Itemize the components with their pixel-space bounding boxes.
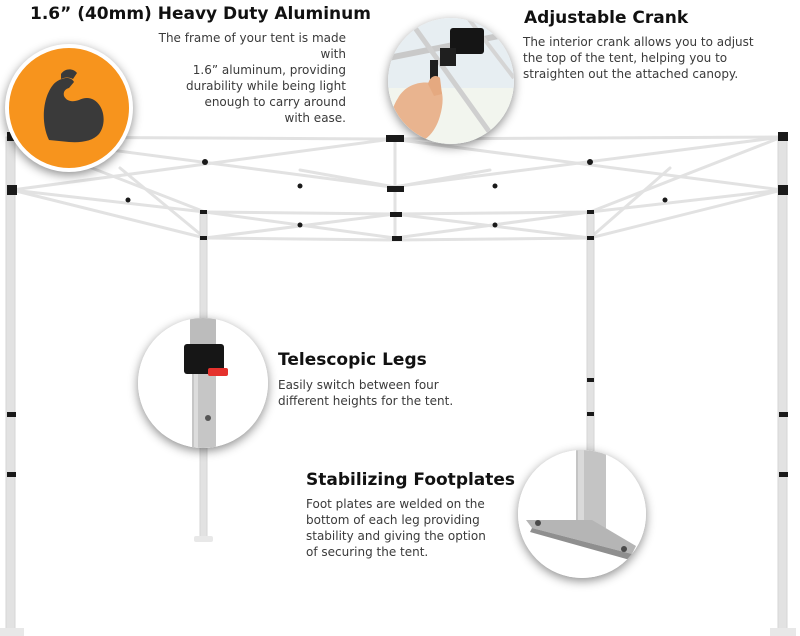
description-line: The interior crank allows you to adjust (523, 35, 754, 49)
description-line: the top of the tent, helping you to (523, 51, 728, 65)
feature-footplates-title: Stabilizing Footplates (306, 470, 516, 490)
strength-badge (5, 44, 133, 172)
crank-closeup-photo (388, 18, 514, 144)
description-line: with ease. (284, 111, 346, 125)
feature-footplates-description: Foot plates are welded on the bottom of … (306, 496, 516, 560)
feature-legs-title: Telescopic Legs (278, 350, 427, 370)
feature-frame-description: The frame of your tent is made with 1.6”… (130, 30, 346, 126)
description-line: The frame of your tent is made with (158, 31, 346, 61)
description-line: straighten out the attached canopy. (523, 67, 739, 81)
telescopic-leg-closeup-photo (138, 318, 268, 448)
flexed-arm-icon (43, 69, 104, 143)
description-line: Foot plates are welded on the (306, 497, 485, 511)
description-line: stability and giving the option (306, 529, 486, 543)
feature-legs-description: Easily switch between four different hei… (278, 377, 538, 409)
feature-crank-description: The interior crank allows you to adjust … (523, 34, 793, 82)
feature-frame-title: 1.6” (40mm) Heavy Duty Aluminum (30, 4, 371, 24)
description-line: enough to carry around (204, 95, 346, 109)
description-line: 1.6” aluminum, providing (192, 63, 346, 77)
description-line: bottom of each leg providing (306, 513, 480, 527)
footplate-closeup-photo (518, 450, 646, 578)
description-line: of securing the tent. (306, 545, 429, 559)
description-line: different heights for the tent. (278, 394, 454, 408)
description-line: durability while being light (185, 79, 346, 93)
description-line: Easily switch between four (278, 378, 439, 392)
feature-crank-title: Adjustable Crank (524, 8, 689, 28)
